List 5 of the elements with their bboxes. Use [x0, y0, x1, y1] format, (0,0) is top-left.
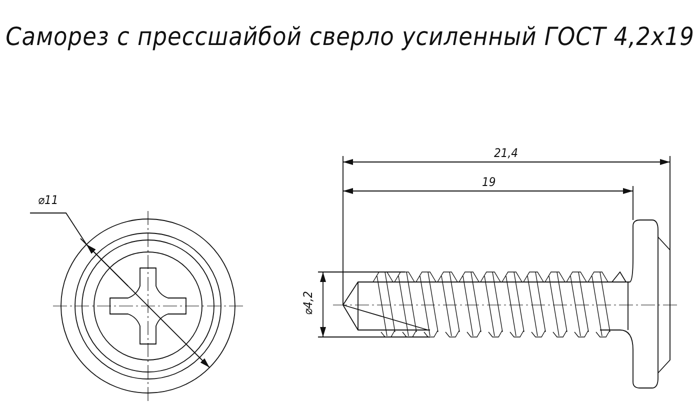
dimension-value: 19 [482, 176, 496, 188]
dimension-value: ⌀11 [38, 194, 58, 206]
dimension-value: ⌀4,2 [302, 291, 314, 315]
drawing-title: Саморез с прессшайбой сверло усиленный ГОСТ 4,2х19 [4, 24, 696, 49]
dimension-value: 21,4 [494, 147, 518, 159]
